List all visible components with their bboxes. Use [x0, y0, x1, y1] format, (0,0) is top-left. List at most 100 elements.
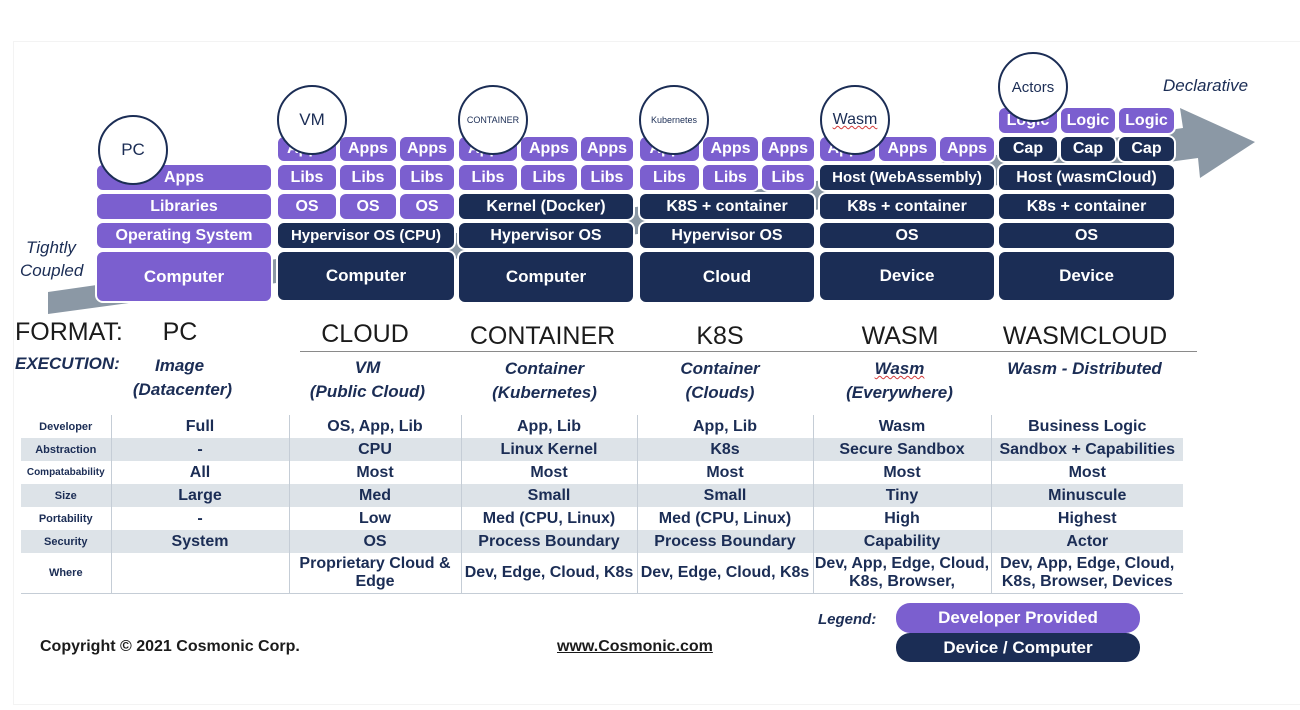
actors-logic-block: Logic: [1059, 106, 1117, 135]
table-cell: OS: [288, 530, 461, 553]
pc-os-block: Operating System: [95, 221, 273, 250]
wasm-circle: Wasm: [820, 85, 890, 155]
table-cell: -: [110, 507, 289, 530]
actors-os-block: OS: [997, 221, 1176, 250]
vm-circle: VM: [277, 85, 347, 155]
legend-label: Legend:: [818, 611, 877, 628]
table-cell: Process Boundary: [636, 530, 813, 553]
declarative-label: Declarative: [1163, 76, 1249, 95]
table-row-abstraction: Abstraction - CPU Linux Kernel K8s Secur…: [21, 438, 1183, 461]
table-cell: Med (CPU, Linux): [460, 507, 637, 530]
container-apps-block: Apps: [579, 135, 635, 163]
execution-cloud-line1: VM: [354, 358, 381, 377]
table-cell: CPU: [288, 438, 461, 461]
table-cell: Business Logic: [990, 415, 1183, 438]
table-cell: Linux Kernel: [460, 438, 637, 461]
wasm-k8s-block: K8s + container: [818, 192, 996, 221]
execution-container-line1: Container: [504, 359, 585, 378]
vm-os-block: OS: [338, 192, 398, 221]
container-circle: CONTAINER: [458, 85, 528, 155]
table-cell: Med: [288, 484, 461, 507]
row-label: Size: [21, 484, 111, 507]
wasm-circle-label: Wasm: [832, 111, 878, 128]
vm-hypervisor-block: Hypervisor OS (CPU): [276, 221, 456, 250]
wasm-device-block: Device: [818, 250, 996, 302]
container-hypervisor-block: Hypervisor OS: [457, 221, 635, 250]
actors-cap-block: Cap: [1059, 135, 1117, 163]
table-cell: Most: [460, 461, 637, 484]
table-cell: -: [110, 438, 289, 461]
table-cell: Most: [636, 461, 813, 484]
table-row-where: Where Proprietary Cloud & Edge Dev, Edge…: [21, 553, 1183, 594]
execution-wasm-word: Wasm: [874, 359, 925, 378]
table-cell: Med (CPU, Linux): [636, 507, 813, 530]
table-cell: Highest: [990, 507, 1183, 530]
table-cell: OS, App, Lib: [288, 415, 461, 438]
actors-device-block: Device: [997, 250, 1176, 302]
table-cell: K8s: [636, 438, 813, 461]
vm-libs-block: Libs: [276, 163, 338, 192]
actors-cap-block: Cap: [997, 135, 1059, 163]
table-cell: Dev, App, Edge, Cloud, K8s, Browser,: [812, 553, 991, 594]
k8s-container-block: K8S + container: [638, 192, 816, 221]
container-computer-block: Computer: [457, 250, 635, 304]
table-row-security: Security System OS Process Boundary Proc…: [21, 530, 1183, 553]
actors-cap-block: Cap: [1117, 135, 1176, 163]
container-libs-block: Libs: [579, 163, 635, 192]
copyright-text: Copyright © 2021 Cosmonic Corp.: [40, 638, 300, 655]
k8s-apps-block: Apps: [701, 135, 760, 163]
execution-cloud: VM (Public Cloud): [290, 356, 445, 404]
table-row-size: Size Large Med Small Small Tiny Minuscul…: [21, 484, 1183, 507]
execution-pc-line1: Image: [155, 356, 205, 375]
wasm-apps-block: Apps: [938, 135, 996, 163]
table-cell: Small: [636, 484, 813, 507]
format-wasmcloud: WASMCLOUD: [1002, 322, 1168, 350]
container-apps-block: Apps: [519, 135, 579, 163]
actors-logic-block: Logic: [1117, 106, 1176, 135]
execution-k8s-line2: (Clouds): [685, 383, 755, 402]
format-k8s: K8S: [696, 322, 744, 350]
container-libs-block: Libs: [519, 163, 579, 192]
pc-circle: PC: [98, 115, 168, 185]
execution-k8s: Container (Clouds): [645, 357, 795, 405]
pc-libraries-block: Libraries: [95, 192, 273, 221]
table-cell: Actor: [990, 530, 1183, 553]
table-cell: Tiny: [812, 484, 991, 507]
format-wasm: WASM: [861, 322, 939, 350]
website-link[interactable]: www.Cosmonic.com: [557, 638, 713, 655]
actors-circle: Actors: [998, 52, 1068, 122]
table-cell: Dev, Edge, Cloud, K8s: [636, 553, 813, 594]
table-row-portability: Portability - Low Med (CPU, Linux) Med (…: [21, 507, 1183, 530]
tightly-coupled-label: Tightly Coupled: [20, 236, 83, 282]
vm-apps-block: Apps: [398, 135, 456, 163]
legend-developer-provided: Developer Provided: [896, 603, 1140, 633]
format-divider: [300, 351, 1197, 352]
table-cell: Sandbox + Capabilities: [990, 438, 1183, 461]
coupled-word: Coupled: [20, 261, 84, 280]
execution-k8s-line1: Container: [680, 359, 760, 378]
table-cell: Capability: [812, 530, 991, 553]
table-cell: Dev, App, Edge, Cloud, K8s, Browser, Dev…: [990, 553, 1183, 594]
tightly-word: Tightly: [26, 238, 76, 257]
pc-computer-block: Computer: [95, 250, 273, 303]
format-container: CONTAINER: [469, 322, 616, 350]
table-cell: [110, 553, 289, 594]
k8s-hypervisor-block: Hypervisor OS: [638, 221, 816, 250]
table-cell: All: [110, 461, 289, 484]
execution-pc-line2: (Datacenter): [132, 380, 233, 399]
wasm-host-block: Host (WebAssembly): [818, 163, 996, 192]
table-cell: Most: [812, 461, 991, 484]
k8s-libs-block: Libs: [638, 163, 701, 192]
table-cell: High: [812, 507, 991, 530]
row-label: Portability: [38, 512, 93, 525]
table-cell: App, Lib: [460, 415, 637, 438]
legend-device-computer: Device / Computer: [896, 633, 1140, 662]
k8s-libs-block: Libs: [760, 163, 816, 192]
execution-wasm-line2: (Everywhere): [846, 383, 953, 402]
table-cell: Wasm: [812, 415, 991, 438]
actors-host-block: Host (wasmCloud): [997, 163, 1176, 192]
vm-apps-block: Apps: [338, 135, 398, 163]
row-label: Compatabability: [26, 467, 105, 478]
table-cell: Dev, Edge, Cloud, K8s: [460, 553, 637, 594]
